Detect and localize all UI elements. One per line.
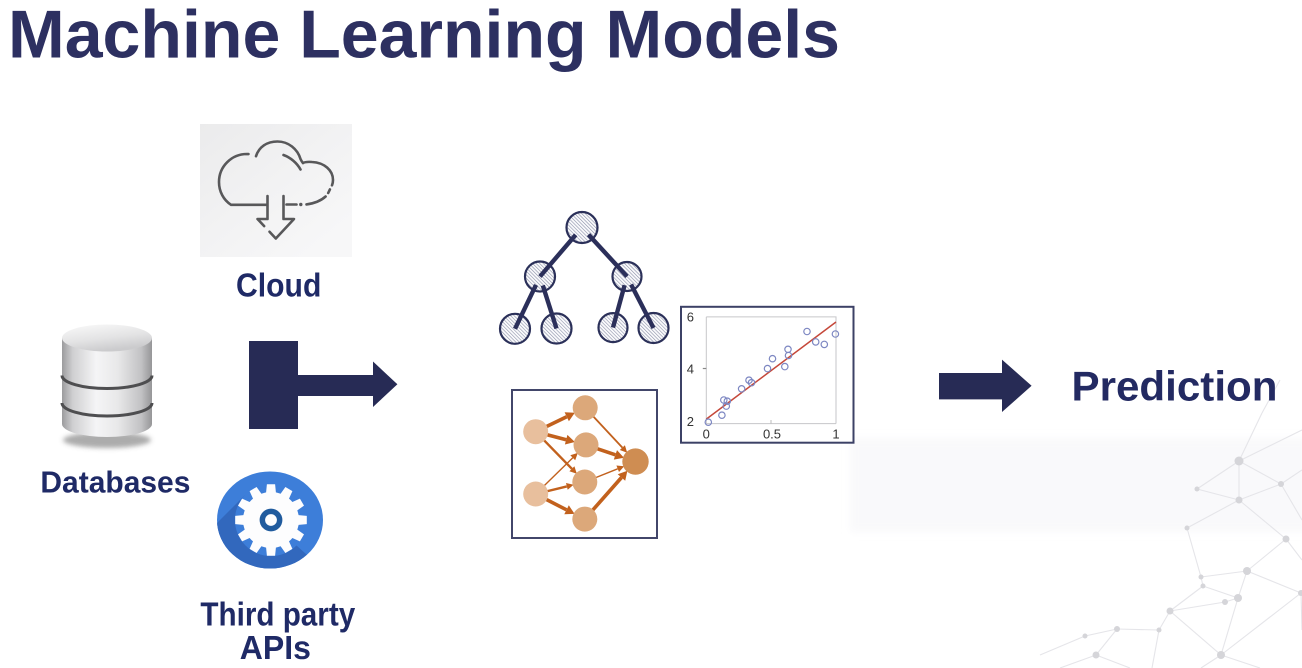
svg-text:Cloud: Cloud bbox=[236, 268, 321, 305]
svg-text:1: 1 bbox=[832, 427, 839, 442]
svg-text:Databases: Databases bbox=[40, 464, 190, 499]
svg-text:APIs: APIs bbox=[240, 629, 311, 666]
svg-text:4: 4 bbox=[687, 362, 694, 377]
svg-text:0.5: 0.5 bbox=[763, 427, 781, 442]
svg-text:Machine Learning Models: Machine Learning Models bbox=[8, 0, 840, 72]
svg-text:Third party: Third party bbox=[200, 595, 355, 632]
svg-text:Prediction: Prediction bbox=[1072, 363, 1278, 410]
svg-text:2: 2 bbox=[687, 414, 694, 429]
svg-text:6: 6 bbox=[687, 310, 694, 325]
svg-text:0: 0 bbox=[703, 427, 710, 442]
